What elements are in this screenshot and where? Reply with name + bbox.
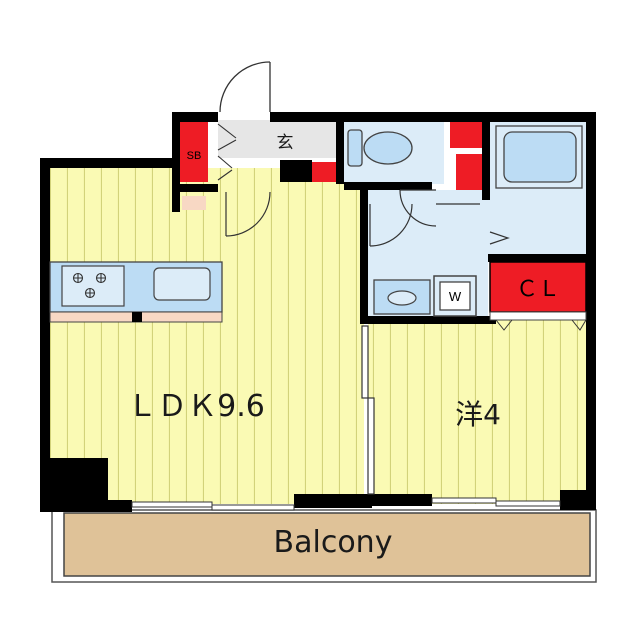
ldk-door[interactable] [225, 191, 271, 237]
sliding-door[interactable] [361, 325, 375, 495]
entrance-label: 玄 [277, 133, 294, 153]
bathtub [495, 125, 583, 189]
kitchen [49, 261, 223, 323]
shoe-box-door[interactable] [217, 123, 237, 181]
ldk-floor [46, 168, 364, 504]
washer-label: W [449, 289, 462, 304]
western-room-label: 洋4 [455, 398, 501, 431]
closet: ＣＬ [489, 261, 587, 331]
stove-burner-icon [72, 272, 107, 299]
entrance-door[interactable] [219, 61, 271, 113]
western-room-floor [368, 320, 590, 504]
washbasin [373, 279, 431, 315]
balcony-window-ldk[interactable] [131, 501, 295, 511]
washing-machine: W [433, 275, 477, 317]
bathroom-door[interactable] [489, 231, 510, 245]
entrance-floor [218, 120, 340, 158]
balcony-label: Balcony [274, 525, 393, 560]
ldk-label: ＬＤＫ9.6 [127, 389, 265, 424]
balcony-window-western[interactable] [431, 497, 561, 507]
toilet [347, 129, 413, 167]
shoe-box-label: SB [187, 150, 202, 162]
walls [40, 112, 596, 512]
balcony [51, 509, 597, 583]
pipe-space [180, 122, 482, 190]
washroom-door[interactable] [369, 203, 413, 247]
closet-label: ＣＬ [516, 277, 560, 302]
